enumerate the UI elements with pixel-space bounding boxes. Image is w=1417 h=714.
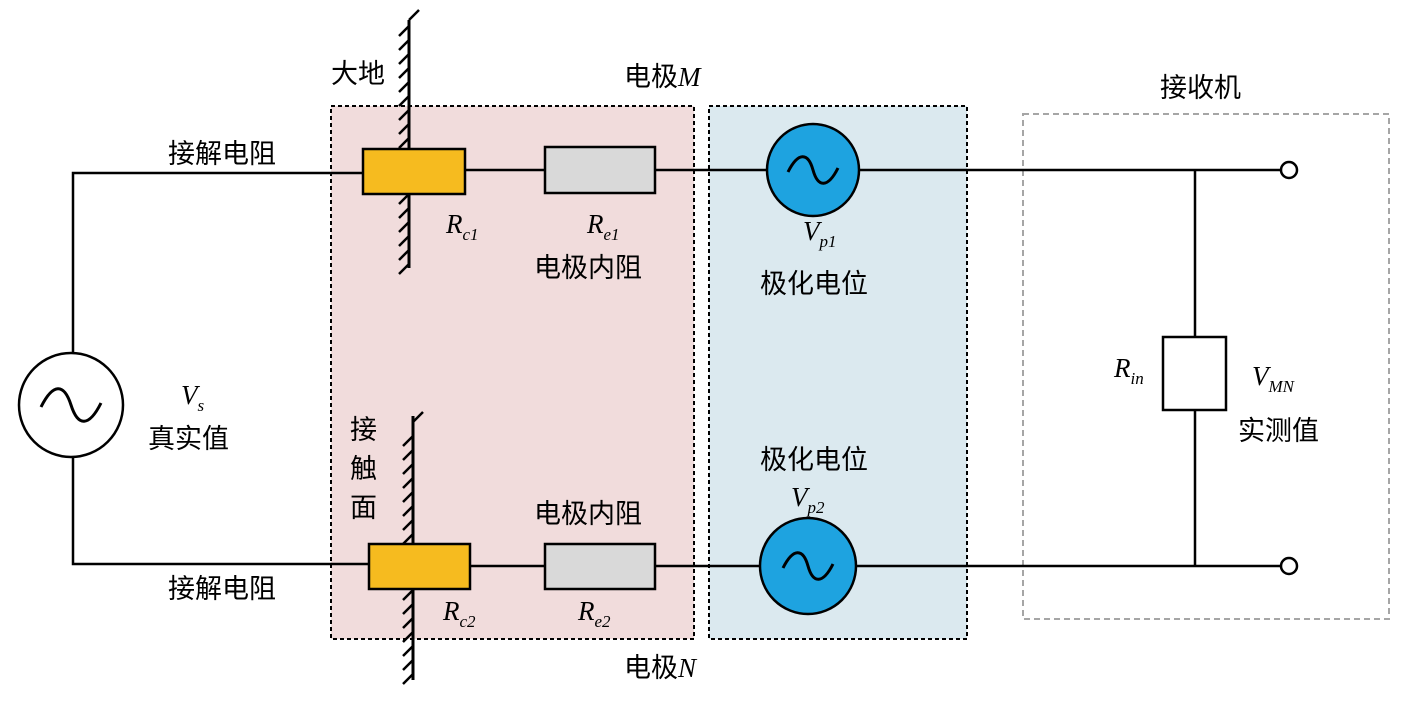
- contact-resistor-rc2: [367, 542, 472, 591]
- signal-source-vs: [17, 351, 125, 459]
- polarization-source-vp1: [765, 122, 861, 218]
- rc1-symbol: Rc1: [445, 209, 479, 244]
- contact-face-label-2: 触: [350, 454, 377, 485]
- contact-face-label-1: 接: [350, 415, 377, 446]
- electrode-internal-bottom-label: 电极内阻: [534, 499, 642, 530]
- polarization-top-label: 极化电位: [760, 269, 868, 300]
- vmn-symbol: VMN: [1252, 361, 1296, 396]
- vp2-symbol: Vp2: [791, 482, 825, 517]
- contact-resistance-bottom-label: 接解电阻: [168, 574, 276, 605]
- electrode-m-label: 电极M: [624, 62, 702, 93]
- terminal-top: [1279, 160, 1299, 180]
- terminal-bottom: [1279, 556, 1299, 576]
- rc2-symbol: Rc2: [442, 596, 476, 631]
- ground-hatch-top: [398, 9, 420, 275]
- contact-face-label-3: 面: [350, 493, 377, 524]
- earth-label: 大地: [331, 59, 385, 90]
- wires: [71, 168, 1281, 568]
- electrode-resistor-re1: [543, 145, 657, 195]
- electrode-n-label: 电极N: [624, 653, 698, 684]
- vs-symbol: Vs: [181, 380, 205, 415]
- electrode-resistor-re2: [543, 542, 657, 591]
- contact-resistor-rc1: [361, 147, 467, 196]
- rin-symbol: Rin: [1113, 353, 1144, 388]
- re2-symbol: Re2: [577, 596, 611, 631]
- receiver-box: [1022, 113, 1390, 620]
- input-resistor-rin: [1161, 335, 1228, 412]
- contact-resistance-top-label: 接解电阻: [168, 139, 276, 170]
- receiver-label: 接收机: [1160, 73, 1241, 104]
- polarization-source-vp2: [758, 516, 858, 616]
- measured-value-label: 实测值: [1238, 416, 1319, 447]
- vp1-symbol: Vp1: [803, 216, 837, 251]
- re1-symbol: Re1: [586, 209, 620, 244]
- polarization-bottom-label: 极化电位: [760, 445, 868, 476]
- electrode-internal-top-label: 电极内阻: [534, 253, 642, 284]
- true-value-label: 真实值: [148, 424, 229, 455]
